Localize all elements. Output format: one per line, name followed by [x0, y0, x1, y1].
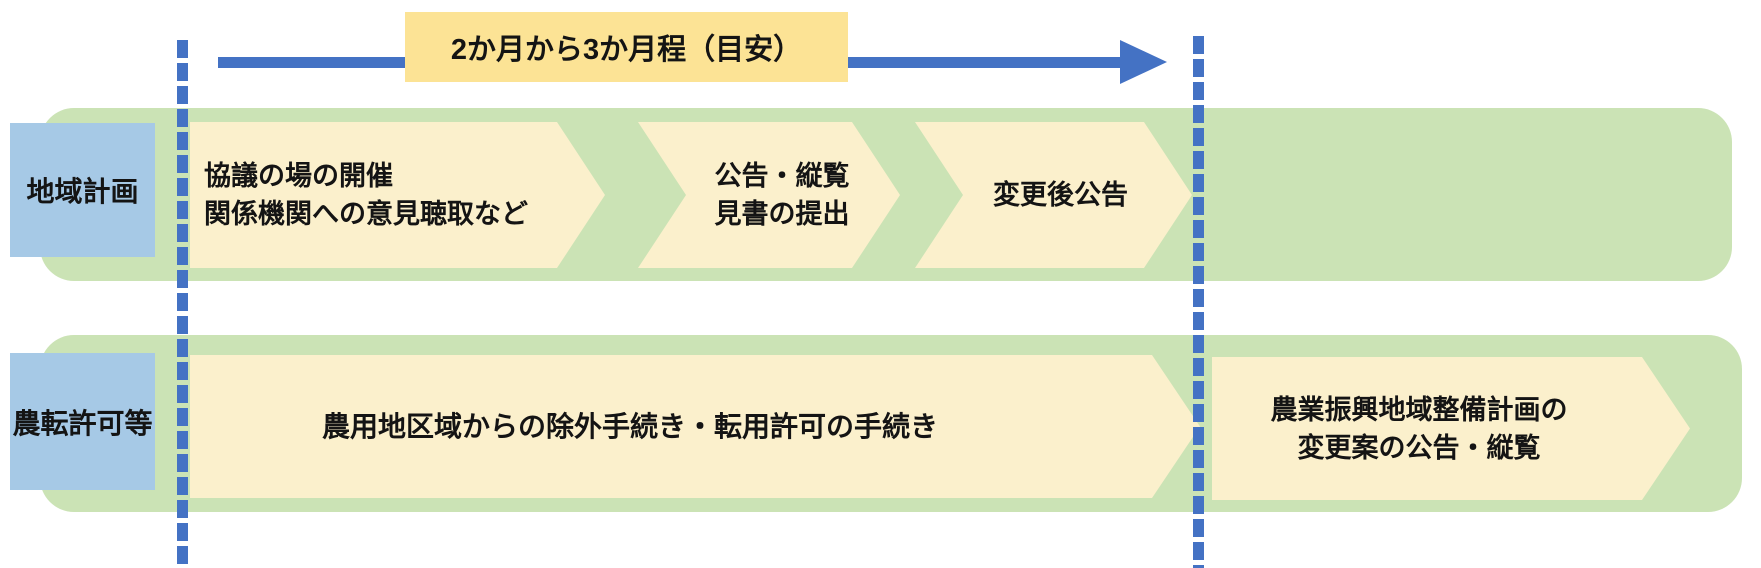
step-text-line: 農業振興地域整備計画の [1270, 394, 1568, 425]
step-text-line: 変更後公告 [993, 180, 1128, 210]
start-boundary-dashed-line [177, 40, 188, 568]
step-text-line: 見書の提出 [714, 199, 850, 229]
step-plan-change-publication-arrow: 農業振興地域整備計画の 変更案の公告・縦覧 [1212, 357, 1690, 500]
row-label-text: 農転許可等 [12, 407, 153, 439]
duration-arrow-head-icon [1120, 40, 1167, 84]
step-exclusion-procedure-arrow: 農用地区域からの除外手続き・転用許可の手続き [190, 355, 1200, 498]
duration-label: 2か月から3か月程（目安） [450, 34, 803, 66]
duration-label-box: 2か月から3か月程（目安） [405, 12, 848, 82]
row-label-conversion-permit: 農転許可等 [10, 353, 155, 490]
end-boundary-dashed-line [1193, 36, 1204, 568]
step-text-line: 公告・縦覧 [714, 161, 850, 191]
row-label-regional-plan: 地域計画 [10, 123, 155, 257]
step-text-line: 関係機関への意見聴取など [204, 199, 528, 229]
step-text-line: 農用地区域からの除外手続き・転用許可の手続き [321, 410, 938, 442]
step-consultation-chevron: 協議の場の開催 関係機関への意見聴取など [190, 122, 605, 268]
step-public-notice-chevron: 公告・縦覧 見書の提出 [638, 122, 900, 268]
row-label-text: 地域計画 [26, 176, 139, 207]
step-text-line: 協議の場の開催 [204, 161, 393, 191]
step-text-line: 変更案の公告・縦覧 [1297, 432, 1541, 463]
